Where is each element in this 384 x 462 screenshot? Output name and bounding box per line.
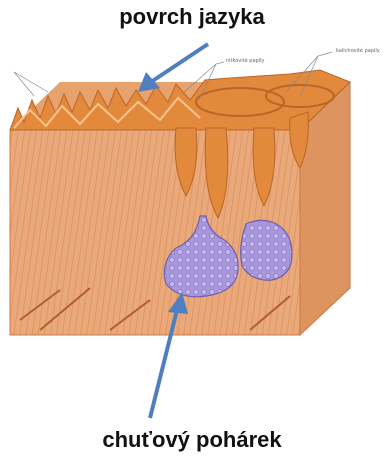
filiform-label: nitkovité papily (226, 58, 264, 64)
taste-bud-label: chuťový pohárek (0, 427, 384, 453)
surface-label: povrch jazyka (0, 4, 384, 30)
left-leader-lines (14, 72, 48, 96)
circumvallate-label: kalichovité papily (336, 48, 380, 54)
